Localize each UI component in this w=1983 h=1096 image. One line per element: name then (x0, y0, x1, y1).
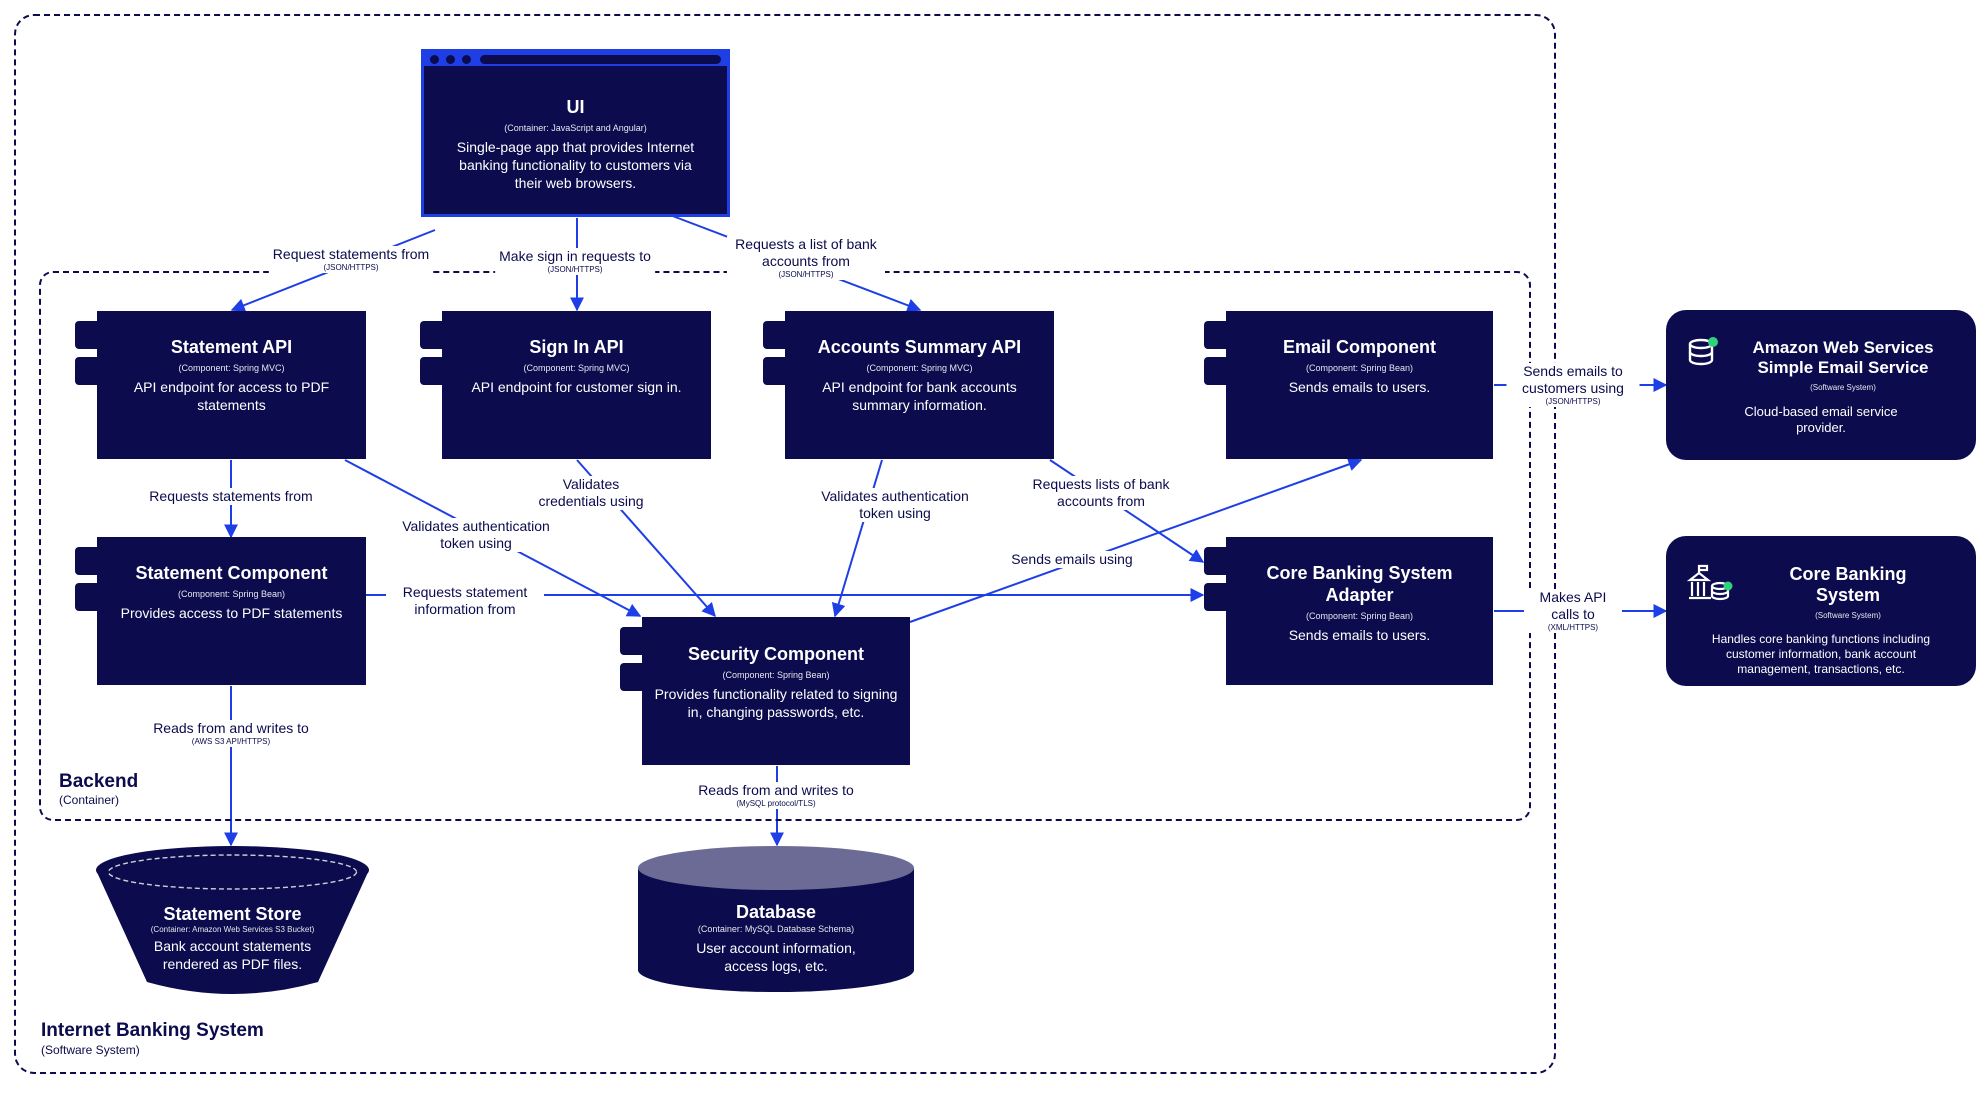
rel-statement-api-component: Requests statements from (145, 488, 317, 505)
component-tab (75, 583, 105, 611)
ses-desc: Cloud-based email service provider. (1744, 404, 1898, 435)
sign-in-api-tech: (Component: Spring MVC) (523, 363, 630, 373)
rel-statement-core: Requests statement information from (386, 584, 544, 618)
browser-dot-icon (446, 55, 455, 64)
accounts-summary-api-component[interactable]: Accounts Summary API (Component: Spring … (763, 311, 1054, 459)
statement-component-name: Statement Component (135, 563, 328, 583)
component-tab (75, 321, 105, 349)
core-banking-external-system[interactable]: Core Banking System (Software System) Ha… (1666, 536, 1976, 686)
backend-boundary-subtitle: (Container) (59, 793, 120, 807)
backend-boundary-title: Backend (59, 771, 139, 792)
core-banking-adapter-name: Core Banking System Adapter (1266, 563, 1453, 605)
rel-ui-statement: Request statements from (JSON/HTTPS) (268, 246, 434, 273)
database-cylinder (638, 846, 914, 992)
database-tech: (Container: MySQL Database Schema) (697, 924, 855, 934)
accounts-summary-api-name: Accounts Summary API (817, 337, 1022, 357)
statement-component[interactable]: Statement Component (Component: Spring B… (75, 537, 366, 685)
statement-api-component[interactable]: Statement API (Component: Spring MVC) AP… (75, 311, 366, 459)
security-component-desc: Provides functionality related to signin… (654, 686, 898, 720)
core-banking-tech: (Software System) (1815, 611, 1881, 620)
rel-accounts-core: Requests lists of bank accounts from (1027, 476, 1175, 510)
connector-accounts-security (831, 459, 883, 618)
statement-component-tech: (Component: Spring Bean) (177, 589, 286, 599)
statement-store-name: Statement Store (163, 904, 302, 924)
database-label: Database (Container: MySQL Database Sche… (650, 901, 902, 975)
component-tab (620, 627, 650, 655)
sign-in-api-desc: API endpoint for customer sign in. (471, 379, 682, 395)
system-boundary (14, 14, 1556, 1074)
core-banking-name: Core Banking System (1789, 564, 1907, 605)
rel-security-db: Reads from and writes to (MySQL protocol… (694, 782, 858, 809)
browser-url-bar (480, 55, 721, 64)
core-banking-desc: Handles core banking functions including… (1711, 632, 1931, 676)
statement-store-tech: (Container: Amazon Web Services S3 Bucke… (150, 925, 315, 934)
statement-api-name: Statement API (170, 337, 293, 357)
browser-toolbar (424, 52, 727, 66)
accounts-summary-api-desc: API endpoint for bank accounts summary i… (822, 379, 1017, 413)
core-banking-adapter-desc: Sends emails to users. (1288, 627, 1431, 643)
statement-store-desc: Bank account statements rendered as PDF … (153, 938, 312, 972)
ses-external-system[interactable]: Amazon Web Services Simple Email Service… (1666, 310, 1976, 460)
system-boundary-subtitle: (Software System) (41, 1043, 140, 1057)
browser-dot-icon (430, 55, 439, 64)
rel-security-email: Sends emails using (1007, 551, 1137, 568)
rel-core-api: Makes API calls to (XML/HTTPS) (1524, 589, 1622, 633)
ui-container[interactable]: UI (Container: JavaScript and Angular) S… (421, 49, 730, 217)
component-tab (763, 357, 793, 385)
security-component[interactable]: Security Component (Component: Spring Be… (620, 617, 910, 765)
core-banking-adapter-tech: (Component: Spring Bean) (1305, 611, 1414, 621)
core-banking-adapter-component[interactable]: Core Banking System Adapter (Component: … (1204, 537, 1493, 685)
rel-signin-security: Validates credentials using (524, 476, 658, 510)
email-component-name: Email Component (1282, 337, 1436, 357)
browser-dot-icon (462, 55, 471, 64)
security-component-tech: (Component: Spring Bean) (722, 670, 830, 680)
database-desc: User account information, access logs, e… (696, 940, 856, 974)
statement-api-tech: (Component: Spring MVC) (178, 363, 285, 373)
rel-accounts-security: Validates authentication token using (803, 488, 987, 522)
component-tab (420, 321, 450, 349)
component-tab (1204, 583, 1234, 611)
rel-statement-store: Reads from and writes to (AWS S3 API/HTT… (149, 720, 313, 747)
email-component[interactable]: Email Component (Component: Spring Bean)… (1204, 311, 1493, 459)
component-tab (75, 547, 105, 575)
accounts-summary-api-tech: (Component: Spring MVC) (866, 363, 973, 373)
email-component-desc: Sends emails to users. (1288, 379, 1431, 395)
ui-name: UI (566, 97, 585, 117)
rel-ui-accounts: Requests a list of bank accounts from (J… (727, 236, 885, 280)
statement-store-label: Statement Store (Container: Amazon Web S… (135, 903, 330, 973)
sign-in-api-name: Sign In API (529, 337, 624, 357)
component-tab (75, 357, 105, 385)
ses-name: Amazon Web Services Simple Email Service (1752, 338, 1934, 377)
ui-tech: (Container: JavaScript and Angular) (504, 123, 647, 133)
component-tab (620, 663, 650, 691)
bank-building-icon (1686, 564, 1733, 601)
statement-component-desc: Provides access to PDF statements (120, 605, 343, 621)
rel-ui-signin: Make sign in requests to (JSON/HTTPS) (495, 248, 655, 275)
component-tab (1204, 547, 1234, 575)
system-boundary-title: Internet Banking System (41, 1020, 264, 1041)
component-tab (1204, 321, 1234, 349)
security-component-name: Security Component (687, 644, 865, 664)
email-component-tech: (Component: Spring Bean) (1305, 363, 1414, 373)
component-tab (763, 321, 793, 349)
statement-api-desc: API endpoint for access to PDF statement… (133, 379, 330, 413)
component-tab (420, 357, 450, 385)
ui-desc: Single-page app that provides Internet b… (456, 139, 695, 191)
ses-tech: (Software System) (1810, 383, 1876, 392)
rel-statement-api-security: Validates authentication token using (384, 518, 568, 552)
statement-store-bucket (96, 846, 369, 994)
database-name: Database (735, 902, 817, 922)
database-stack-icon (1688, 337, 1718, 366)
rel-email-ses: Sends emails to customers using (JSON/HT… (1506, 363, 1640, 407)
component-tab (1204, 357, 1234, 385)
sign-in-api-component[interactable]: Sign In API (Component: Spring MVC) API … (420, 311, 711, 459)
